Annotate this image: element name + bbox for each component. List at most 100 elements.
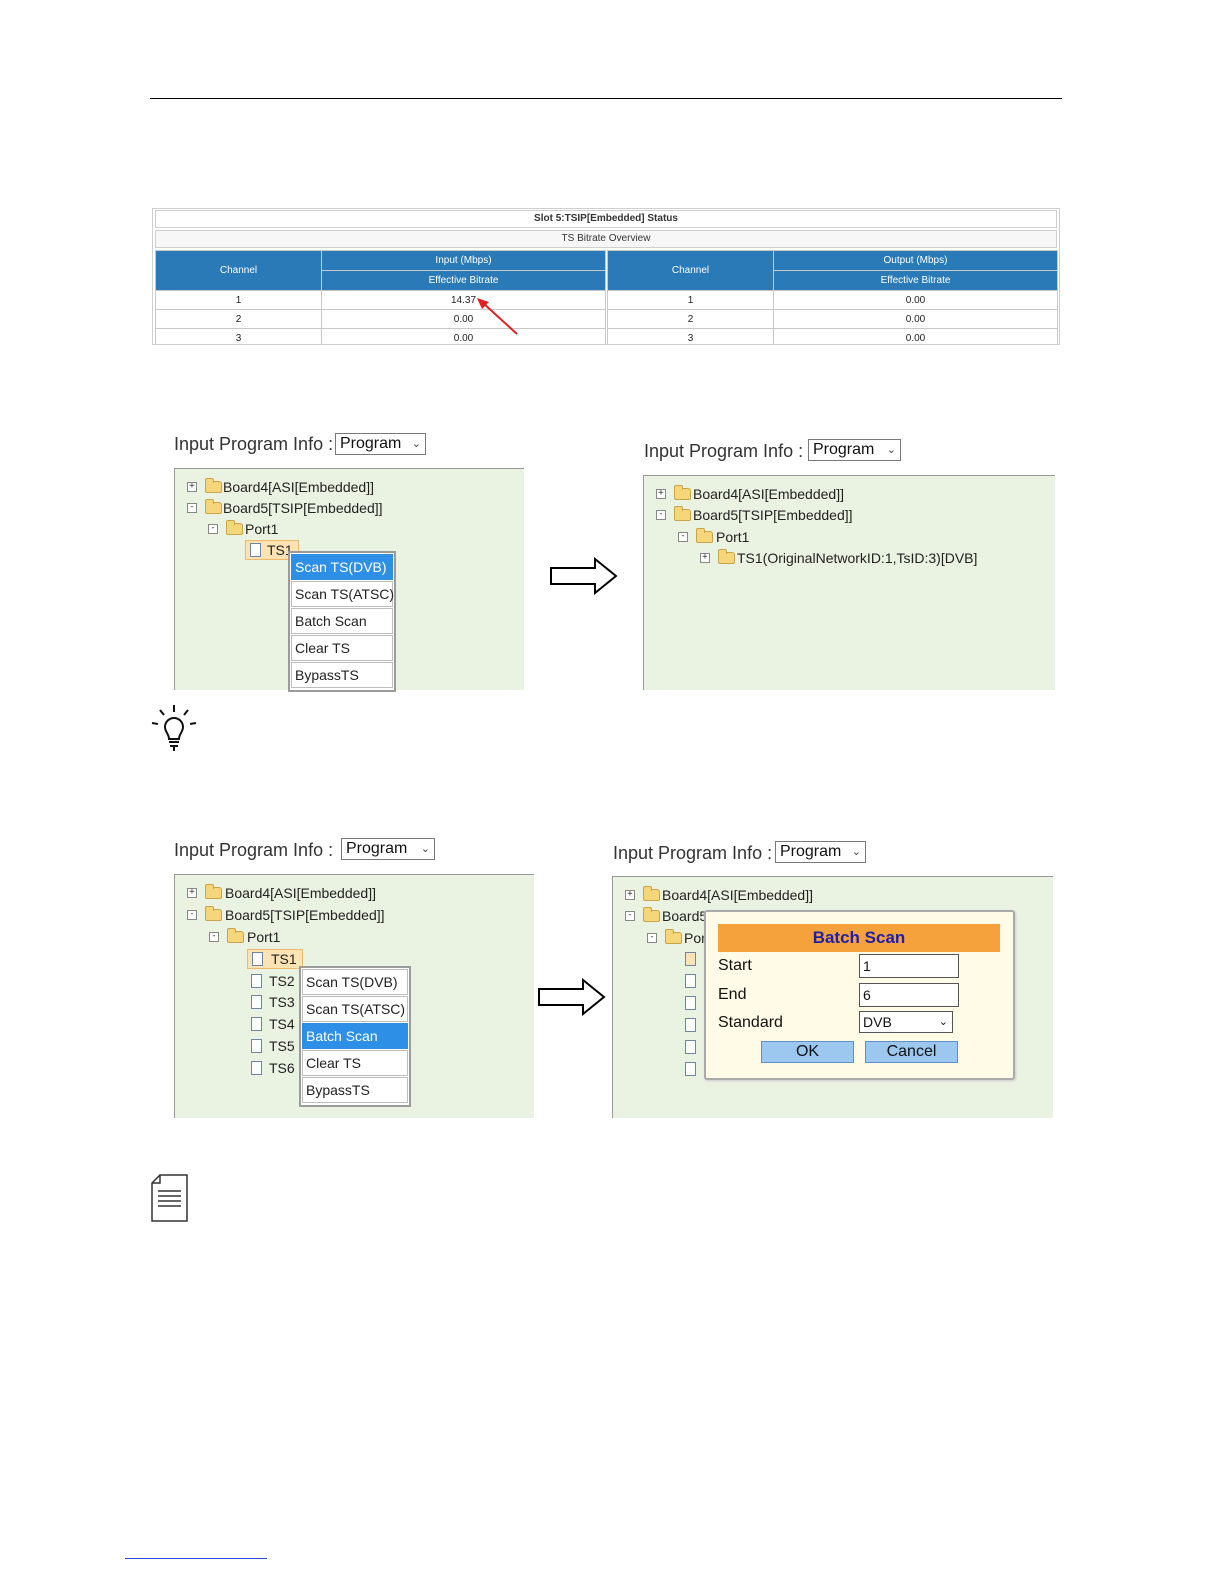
program-select[interactable]: Program ⌄	[775, 841, 866, 863]
output-channel-cell: 2	[607, 309, 774, 329]
red-pointer-arrow-icon	[477, 298, 518, 335]
footer-link-underline	[125, 1558, 267, 1559]
tree-node-label: Board5[TSIP[Embedded]]	[693, 507, 853, 523]
document-icon	[251, 1061, 262, 1075]
table-row: 1 14.37	[155, 290, 606, 310]
tree-node-label: TS1	[271, 951, 297, 967]
expand-icon[interactable]: +	[700, 553, 710, 563]
tree-node-label: TS2	[269, 973, 295, 989]
menu-item-batch-scan[interactable]: Batch Scan	[291, 608, 393, 634]
menu-item-batch-scan[interactable]: Batch Scan	[302, 1023, 408, 1049]
menu-item-clear-ts[interactable]: Clear TS	[291, 635, 393, 661]
program-select[interactable]: Program ⌄	[808, 439, 901, 461]
expand-icon[interactable]: +	[187, 888, 197, 898]
folder-icon	[718, 549, 735, 564]
expand-icon[interactable]: +	[656, 489, 666, 499]
collapse-icon[interactable]: -	[625, 911, 635, 921]
program-tree-panel: + Board4[ASI[Embedded]] - Board5[TSIP[Em…	[643, 475, 1055, 690]
output-bitrate-cell: 0.00	[773, 290, 1058, 310]
tree-node-label: Board4[ASI[Embedded]]	[662, 887, 813, 903]
standard-select[interactable]: DVB ⌄	[859, 1011, 953, 1033]
output-sub-header: Effective Bitrate	[773, 270, 1058, 291]
menu-item-scan-ts-dvb[interactable]: Scan TS(DVB)	[291, 554, 393, 580]
document-icon	[685, 952, 696, 966]
menu-item-scan-ts-dvb[interactable]: Scan TS(DVB)	[302, 969, 408, 995]
output-group-header: Output (Mbps)	[773, 250, 1058, 271]
collapse-icon[interactable]: -	[208, 524, 218, 534]
input-bitrate-cell: 0.00	[321, 309, 606, 329]
start-input[interactable]: 1	[859, 954, 959, 978]
program-select-value: Program	[346, 840, 408, 857]
input-bitrate-cell: 14.37	[321, 290, 606, 310]
document-icon	[685, 974, 696, 988]
end-label: End	[718, 986, 747, 1003]
tree-node-ts1[interactable]: TS1	[245, 540, 299, 560]
program-select[interactable]: Program ⌄	[341, 838, 435, 860]
input-program-info-label: Input Program Info :	[613, 843, 773, 863]
context-menu: Scan TS(DVB) Scan TS(ATSC) Batch Scan Cl…	[299, 966, 411, 1107]
start-label: Start	[718, 957, 752, 974]
folder-icon	[674, 485, 691, 500]
input-bitrate-table: Channel Input (Mbps) Effective Bitrate 1…	[155, 250, 606, 344]
folder-icon	[643, 907, 660, 922]
program-select[interactable]: Program ⌄	[335, 433, 426, 455]
tree-node-ts1[interactable]: TS1	[247, 949, 303, 969]
menu-item-clear-ts[interactable]: Clear TS	[302, 1050, 408, 1076]
tree-node-label: Board4[ASI[Embedded]]	[225, 885, 376, 901]
chevron-down-icon: ⌄	[851, 846, 861, 858]
document-icon	[250, 543, 261, 557]
tree-node-label: Board5[TSIP[Embedded]]	[225, 907, 385, 923]
folder-icon	[674, 506, 691, 521]
collapse-icon[interactable]: -	[647, 933, 657, 943]
expand-icon[interactable]: +	[625, 890, 635, 900]
end-input[interactable]: 6	[859, 983, 959, 1007]
tree-node-label: TS1(OriginalNetworkID:1,TsID:3)[DVB]	[737, 550, 978, 566]
status-subtitle: TS Bitrate Overview	[155, 230, 1057, 248]
output-channel-cell: 1	[607, 290, 774, 310]
ok-button[interactable]: OK	[761, 1041, 854, 1063]
collapse-icon[interactable]: -	[209, 932, 219, 942]
table-row: 2 0.00	[607, 309, 1058, 329]
note-document-icon	[151, 1174, 188, 1222]
document-icon	[251, 1039, 262, 1053]
collapse-icon[interactable]: -	[187, 910, 197, 920]
tree-node-label: Board4[ASI[Embedded]]	[223, 479, 374, 495]
collapse-icon[interactable]: -	[678, 532, 688, 542]
table-row: 3 0.00	[607, 328, 1058, 344]
cancel-button[interactable]: Cancel	[865, 1041, 958, 1063]
folder-icon	[205, 906, 222, 921]
menu-item-scan-ts-atsc[interactable]: Scan TS(ATSC)	[291, 581, 394, 607]
menu-item-scan-ts-atsc[interactable]: Scan TS(ATSC)	[302, 996, 408, 1022]
chevron-down-icon: ⌄	[411, 438, 421, 450]
tree-node-label: TS3	[269, 994, 295, 1010]
menu-item-bypass-ts[interactable]: BypassTS	[302, 1077, 408, 1103]
chevron-down-icon: ⌄	[886, 444, 896, 456]
input-channel-cell: 3	[155, 328, 322, 344]
batch-scan-dialog: Batch Scan Start 1 End 6 Standard DVB ⌄ …	[704, 910, 1015, 1080]
batch-scan-dialog-title: Batch Scan	[718, 924, 1000, 952]
document-icon	[252, 952, 263, 966]
tree-node-label: TS4	[269, 1016, 295, 1032]
folder-icon	[205, 478, 222, 493]
input-bitrate-cell: 0.00	[321, 328, 606, 344]
input-program-info-label: Input Program Info :	[644, 441, 804, 461]
program-select-value: Program	[780, 843, 842, 860]
document-icon	[685, 1040, 696, 1054]
table-row: 3 0.00	[155, 328, 606, 344]
input-program-info-label: Input Program Info :	[174, 840, 334, 860]
collapse-icon[interactable]: -	[187, 503, 197, 513]
tree-node-label: TS6	[269, 1060, 295, 1076]
input-channel-cell: 1	[155, 290, 322, 310]
output-bitrate-cell: 0.00	[773, 309, 1058, 329]
output-bitrate-cell: 0.00	[773, 328, 1058, 344]
tree-node-label: Por	[684, 930, 706, 946]
menu-item-bypass-ts[interactable]: BypassTS	[291, 662, 393, 688]
chevron-down-icon: ⌄	[420, 843, 430, 855]
collapse-icon[interactable]: -	[656, 510, 666, 520]
expand-icon[interactable]: +	[187, 482, 197, 492]
lightbulb-tip-icon	[151, 705, 197, 751]
status-title: Slot 5:TSIP[Embedded] Status	[155, 210, 1057, 228]
standard-select-value: DVB	[863, 1014, 892, 1030]
chevron-down-icon: ⌄	[938, 1016, 948, 1028]
program-select-value: Program	[813, 441, 875, 458]
